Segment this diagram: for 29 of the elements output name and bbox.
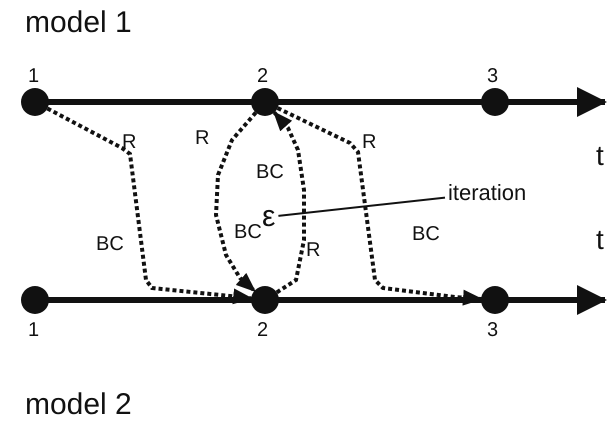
leader-line: [278, 196, 446, 217]
time-point: [21, 286, 49, 314]
dotted-arrow: [46, 106, 254, 304]
signal-label: R: [306, 240, 320, 260]
signal-label: BC: [234, 222, 262, 242]
signal-label: BC: [412, 224, 440, 244]
signal-label: R: [122, 132, 136, 152]
time-point: [21, 88, 49, 116]
signal-label: R: [195, 128, 210, 148]
time-point: [251, 286, 279, 314]
step-number: 3: [487, 66, 498, 86]
model-label: model 2: [25, 390, 132, 420]
dotted-arrow: [276, 106, 483, 306]
axis-label: t: [596, 226, 604, 254]
step-number: 3: [487, 320, 498, 340]
axis-label: t: [596, 142, 604, 170]
signal-label: R: [362, 132, 376, 152]
time-point: [251, 88, 279, 116]
symbol-label: ε: [262, 202, 276, 232]
step-number: 1: [28, 66, 40, 86]
signal-label: BC: [256, 162, 284, 182]
callout-label: iteration: [448, 182, 526, 204]
step-number: 2: [257, 320, 268, 340]
model-label: model 1: [25, 8, 132, 38]
dotted-arrow: [214, 111, 258, 292]
step-number: 2: [257, 66, 268, 86]
dotted-arrow: [272, 111, 306, 294]
step-number: 1: [28, 320, 40, 340]
signal-label: BC: [96, 234, 124, 254]
